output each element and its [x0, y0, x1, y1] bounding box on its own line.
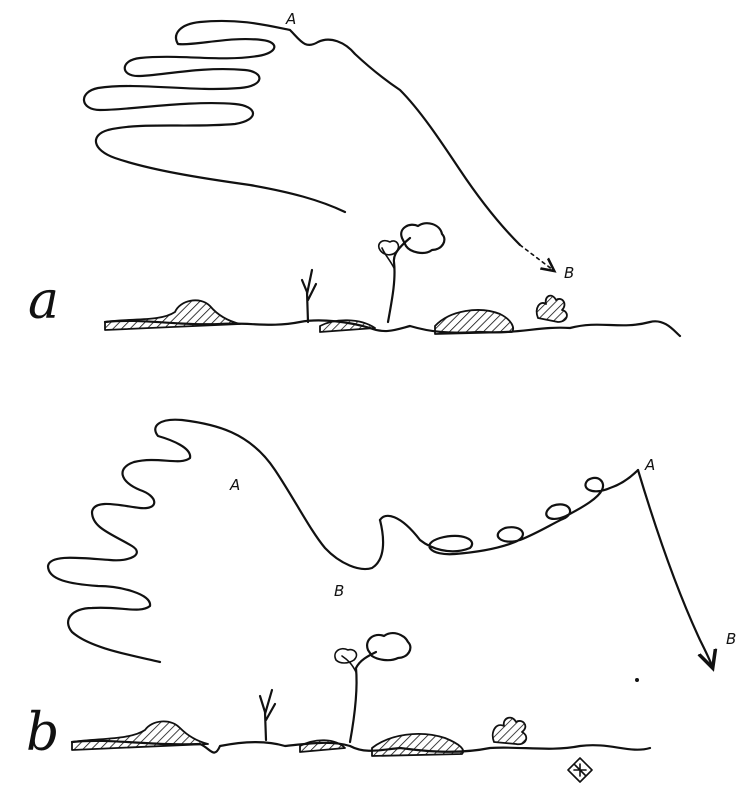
panel-b-label-start-first: A — [229, 476, 240, 494]
panel-b-smoke-trail-right — [380, 470, 638, 554]
panel-b-label-dip: B — [334, 582, 344, 600]
panel-b-label-end: B — [726, 630, 736, 648]
panel-a-bush — [537, 296, 567, 322]
tree-icon — [401, 223, 444, 253]
panel-b-mound-1 — [72, 721, 208, 750]
panel-b-label-start-second: A — [644, 456, 655, 474]
panel-a-mound-3 — [435, 310, 513, 334]
panel-a-bare-tree — [302, 270, 316, 322]
panel-a-smoke-trail — [84, 21, 520, 245]
panel-b-letter: b — [26, 703, 59, 763]
panel-b — [48, 420, 712, 782]
panel-a-label-start: A — [285, 10, 296, 28]
bush-icon — [537, 296, 567, 322]
panel-b-bare-tree — [260, 690, 275, 740]
panel-a-tree — [379, 223, 445, 322]
panel-a-arrow-dotted — [520, 245, 553, 270]
panel-b-arrow — [638, 470, 712, 666]
panel-b-tree — [335, 633, 410, 742]
panel-b-smoke-trail-left — [48, 420, 383, 662]
panel-a-letter: a — [28, 271, 59, 331]
bare-tree-icon — [302, 270, 316, 322]
panel-a-mound-1 — [105, 300, 240, 330]
panel-b-monogram — [568, 758, 592, 782]
panel-b-speck — [635, 678, 639, 682]
panel-a — [84, 21, 680, 336]
panel-b-bush — [493, 718, 527, 745]
panel-a-label-end: B — [564, 264, 574, 282]
monogram-icon — [568, 758, 592, 782]
